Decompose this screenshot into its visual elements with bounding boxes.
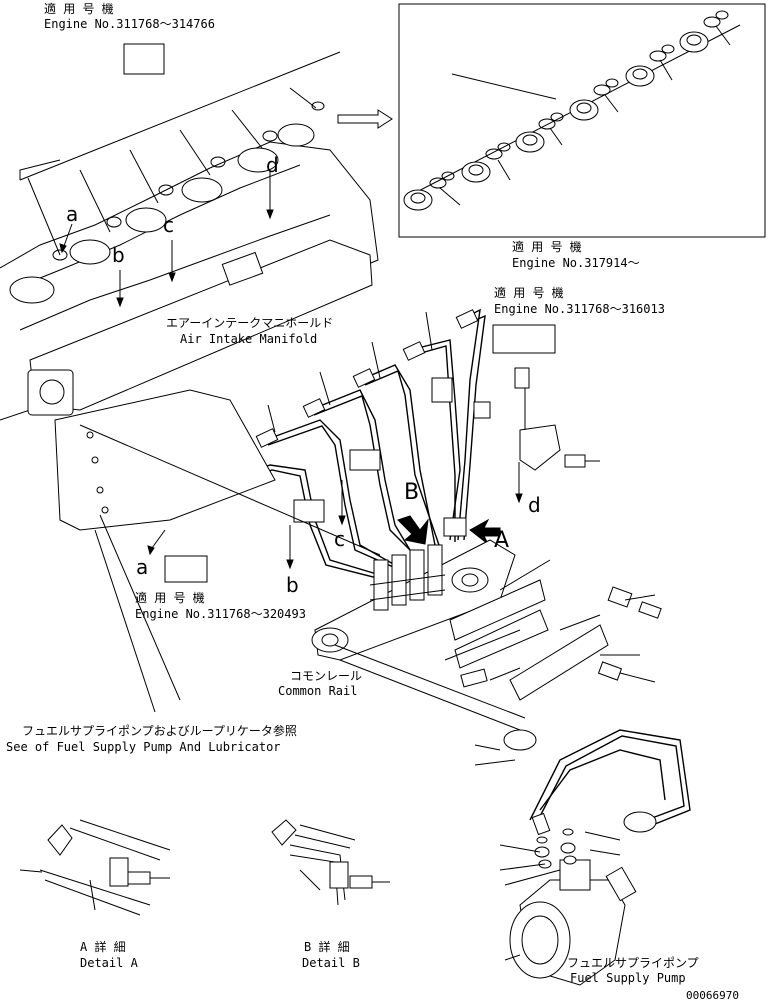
left-engine-range: Engine No.311768～320493	[135, 607, 306, 621]
inset-engine-range: Engine No.317914～	[512, 256, 640, 270]
callout-a-bottom: a	[136, 555, 149, 579]
callout-a-top: a	[66, 202, 79, 226]
detail-b-label-en: Detail B	[302, 956, 360, 970]
mid-engine-range: Engine No.311768～316013	[494, 302, 665, 316]
fuel-pump-label-jp: フュエルサプライポンプ	[567, 956, 699, 970]
pump-ref-leader	[94, 529, 156, 713]
callout-d-top: d	[266, 153, 279, 177]
rail-bracket	[54, 389, 381, 701]
pump-reference-en: See of Fuel Supply Pump And Lubricator	[6, 740, 281, 754]
top-engine-range: Engine No.311768～314766	[44, 17, 215, 31]
callout-A-detail: A	[494, 528, 510, 553]
callout-b-bottom: b	[286, 573, 299, 597]
callout-B-detail: B	[404, 480, 420, 505]
left-applies-label-jp: 適 用 号 機	[135, 591, 205, 605]
drawing-number: 00066970	[686, 989, 739, 1002]
manifold-label-en: Air Intake Manifold	[180, 332, 318, 346]
detail-b-drawing	[271, 819, 390, 906]
manifold-label-jp: エアーインテークマニホールド	[166, 316, 334, 330]
detail-a-label-en: Detail A	[80, 956, 138, 970]
detail-a-label-jp: A 詳 細	[80, 940, 126, 954]
cylinder-head-assembly	[0, 51, 379, 421]
injector-inset	[337, 3, 766, 238]
callout-c-bottom: c	[334, 527, 345, 551]
inset-applies-label-jp: 適 用 号 機	[512, 240, 582, 254]
injection-pipes	[147, 308, 600, 581]
fuel-pump-label-en: Fuel Supply Pump	[570, 971, 686, 985]
callout-c-top: c	[163, 213, 174, 237]
common-rail-label-en: Common Rail	[278, 684, 358, 698]
top-applies-label-jp: 適 用 号 機	[44, 2, 114, 16]
pump-reference-jp: フュエルサプライポンプおよびループリケータ参照	[22, 724, 297, 738]
callout-b-top: b	[112, 243, 125, 267]
fuel-supply-pump	[474, 729, 691, 986]
mid-applies-label-jp: 適 用 号 機	[494, 286, 564, 300]
common-rail	[311, 539, 662, 731]
callout-d-bottom: d	[528, 493, 541, 517]
detail-a-drawing	[19, 819, 171, 916]
detail-b-label-jp: B 詳 細	[304, 940, 350, 954]
common-rail-label-jp: コモンレール	[290, 669, 363, 683]
